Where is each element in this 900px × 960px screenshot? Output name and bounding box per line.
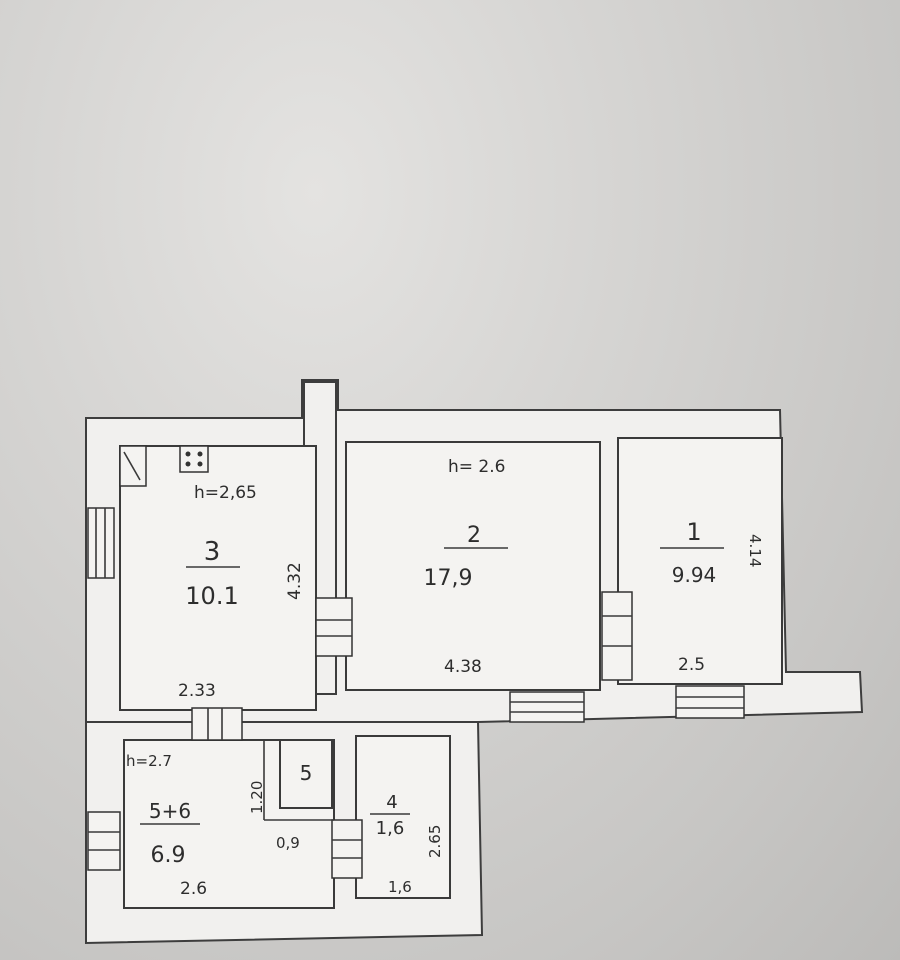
room-4-floor bbox=[355, 735, 451, 899]
room-2-width-dim: 4.38 bbox=[444, 657, 482, 677]
room-5-width-dim: 0,9 bbox=[276, 834, 300, 852]
room-4-width-dim: 1,6 bbox=[388, 878, 412, 896]
room-5-height-dim: 1.20 bbox=[248, 781, 266, 814]
stove-icon bbox=[179, 445, 209, 473]
door-room3-room2 bbox=[315, 597, 353, 657]
room-56-width-dim: 2.6 bbox=[180, 879, 207, 899]
room-3-height-dim: 4.32 bbox=[285, 562, 305, 600]
room-3-width-dim: 2.33 bbox=[178, 681, 216, 701]
room-2-number: 2 bbox=[467, 523, 481, 548]
room-56-area: 6.9 bbox=[151, 843, 186, 868]
living-height: h= 2.6 bbox=[448, 457, 505, 477]
door-room3-corridor bbox=[191, 707, 243, 741]
window-bottom-room1 bbox=[675, 685, 745, 719]
room-2-floor bbox=[345, 441, 601, 691]
window-bottom-room2 bbox=[509, 691, 585, 723]
window-left-lower bbox=[87, 811, 121, 871]
room-3-area: 10.1 bbox=[185, 582, 238, 610]
room-4-height-dim: 2.65 bbox=[426, 825, 444, 858]
sink-icon bbox=[119, 445, 147, 487]
room-5-number: 5 bbox=[300, 761, 313, 785]
door-room2-room1 bbox=[601, 591, 633, 681]
room-1-height-dim: 4.14 bbox=[746, 534, 764, 567]
room-4-number: 4 bbox=[386, 792, 397, 813]
window-left-upper bbox=[87, 507, 115, 579]
door-room4 bbox=[331, 819, 363, 879]
room-4-area: 1,6 bbox=[376, 818, 405, 839]
room-1-width-dim: 2.5 bbox=[678, 655, 705, 675]
lower-height: h=2.7 bbox=[126, 752, 172, 770]
room-3-number: 3 bbox=[204, 537, 221, 567]
room-1-number: 1 bbox=[686, 518, 701, 546]
room-1-floor bbox=[617, 437, 783, 685]
room-5-floor bbox=[279, 739, 333, 809]
kitchen-height: h=2,65 bbox=[194, 483, 257, 503]
room-2-area: 17,9 bbox=[424, 566, 473, 591]
room-56-number: 5+6 bbox=[149, 799, 191, 823]
room-1-area: 9.94 bbox=[672, 563, 717, 587]
